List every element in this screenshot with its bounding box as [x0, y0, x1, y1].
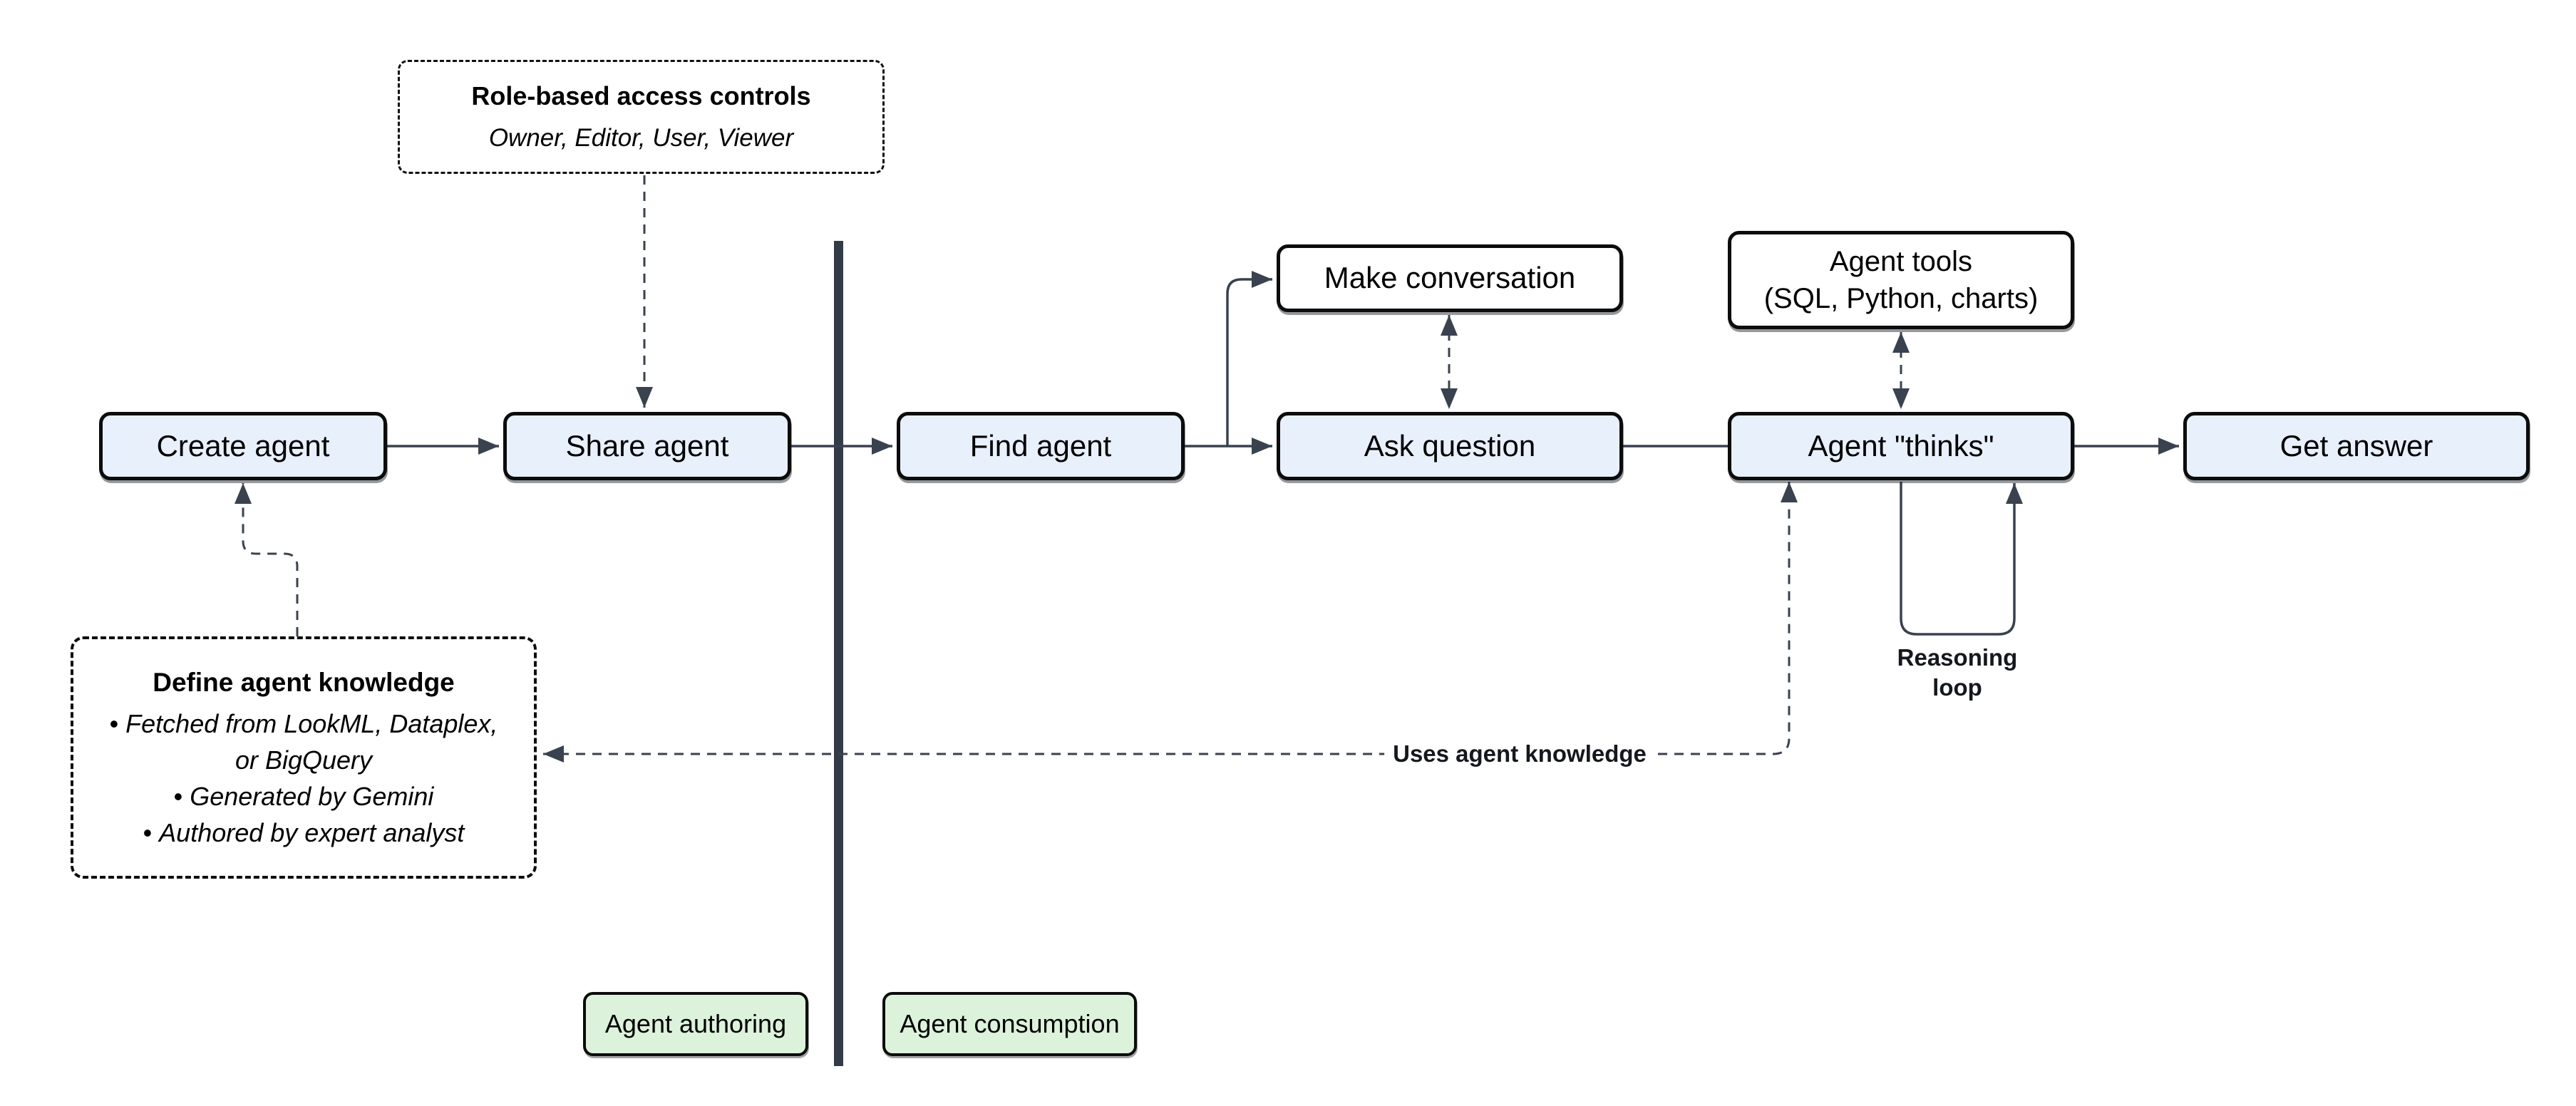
node-create-agent: Create agent	[99, 412, 387, 480]
node-ask-question: Ask question	[1277, 412, 1623, 480]
node-make-conversation: Make conversation	[1277, 244, 1623, 312]
node-agent-tools-label: Agent tools (SQL, Python, charts)	[1763, 246, 2039, 314]
node-get-answer-label: Get answer	[2279, 428, 2433, 462]
node-get-answer: Get answer	[2183, 412, 2530, 480]
connector-uses-agent-knowledge	[543, 482, 1798, 763]
define-knowledge-bullet: Generated by Gemini	[174, 778, 433, 815]
annotation-role-based-access: Role-based access controls Owner, Editor…	[398, 60, 885, 174]
node-agent-thinks-label: Agent "thinks"	[1808, 428, 1994, 462]
node-create-agent-label: Create agent	[156, 428, 330, 462]
node-agent-thinks: Agent "thinks"	[1728, 412, 2074, 480]
authoring-consumption-divider	[834, 241, 843, 1066]
node-share-agent-label: Share agent	[565, 428, 729, 462]
connector-knowledge-to-create	[235, 483, 299, 636]
connector-reasoning-loop	[1900, 482, 2023, 636]
role-access-title: Role-based access controls	[471, 81, 811, 111]
node-make-conversation-label: Make conversation	[1324, 261, 1576, 295]
badge-agent-consumption-label: Agent consumption	[900, 1009, 1120, 1038]
node-find-agent: Find agent	[897, 412, 1185, 480]
badge-agent-consumption: Agent consumption	[882, 992, 1137, 1056]
reasoning-loop-label: Reasoning loop	[1897, 644, 2018, 701]
badge-agent-authoring-label: Agent authoring	[604, 1009, 787, 1038]
uses-agent-knowledge-label: Uses agent knowledge	[1384, 739, 1655, 769]
define-knowledge-bullet: Authored by expert analyst	[143, 815, 464, 851]
node-share-agent: Share agent	[503, 412, 791, 480]
badge-agent-authoring: Agent authoring	[583, 992, 808, 1056]
connector-find-to-make-conversation	[1226, 271, 1272, 446]
role-access-roles: Owner, Editor, User, Viewer	[488, 123, 794, 152]
define-knowledge-bullet: Fetched from LookML, Dataplex, or BigQue…	[99, 706, 508, 778]
node-find-agent-label: Find agent	[969, 428, 1112, 462]
annotation-define-agent-knowledge: Define agent knowledge Fetched from Look…	[71, 636, 537, 879]
node-ask-question-label: Ask question	[1364, 428, 1536, 462]
node-agent-tools: Agent tools (SQL, Python, charts)	[1728, 231, 2074, 329]
define-knowledge-title: Define agent knowledge	[153, 667, 455, 697]
